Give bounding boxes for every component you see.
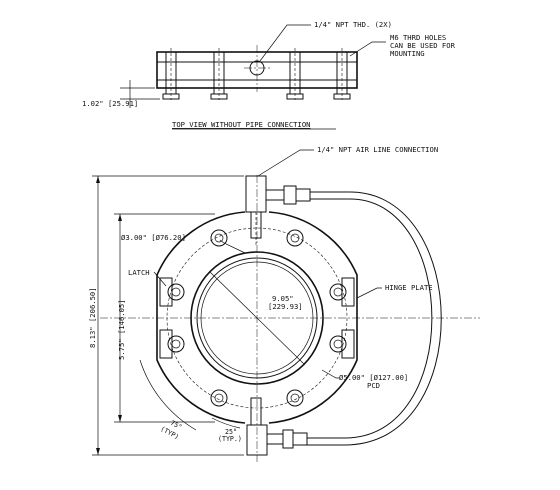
- inner-diameter-dimension: 9.05": [272, 294, 294, 303]
- bolt-hole: [210, 229, 228, 247]
- pcd-dimension: PCD: [367, 381, 380, 390]
- mounting-hole: [210, 48, 228, 100]
- latch-tab: [159, 277, 173, 307]
- upper-fitting: [265, 189, 285, 201]
- angle-25-dimension: (TYP.): [218, 435, 242, 443]
- bolt-hole: [286, 229, 304, 247]
- width-dimension: 5.75" [146.05]: [117, 299, 126, 360]
- latch-tab: [159, 329, 173, 359]
- bolt-hole: [286, 389, 304, 407]
- mounting-holes-note: M6 THRD HOLES: [390, 33, 446, 42]
- bolt-hole: [167, 335, 185, 353]
- bore-outer: [190, 251, 324, 385]
- top-view-caption: TOP VIEW WITHOUT PIPE CONNECTION: [172, 120, 310, 129]
- npt-thread-note: 1/4" NPT THD. (2X): [314, 20, 392, 29]
- overall-height-dimension: 8.13" [206.50]: [88, 287, 97, 348]
- mounting-hole: [333, 48, 351, 100]
- top-view-height-dimension: 1.02" [25.91]: [82, 99, 138, 108]
- hinge-tab: [341, 277, 355, 307]
- bolt-hole: [210, 389, 228, 407]
- top-view: 1/4" NPT THD. (2X) M6 THRD HOLES CAN BE …: [82, 20, 456, 130]
- pcd-dimension: Ø5.00" [Ø127.00]: [339, 373, 408, 382]
- bore-inner: [196, 257, 318, 379]
- inner-diameter-dimension: [229.93]: [268, 302, 303, 311]
- mounting-hole: [286, 48, 304, 100]
- angle-25-dimension: 25°: [225, 428, 237, 436]
- air-hose: [307, 191, 442, 446]
- mounting-hole: [162, 48, 180, 100]
- hinge-plate-label: HINGE PLATE: [385, 283, 433, 292]
- upper-port-block: [245, 175, 267, 213]
- air-line-note: 1/4" NPT AIR LINE CONNECTION: [317, 145, 438, 154]
- flange-outer: [156, 211, 358, 424]
- bore-diameter-dimension: Ø3.00" [Ø76.20]: [121, 233, 186, 242]
- mounting-holes-note: CAN BE USED FOR: [390, 41, 456, 50]
- bolt-hole: [329, 283, 347, 301]
- front-view: 1/4" NPT AIR LINE CONNECTION Ø3.00" [Ø76…: [88, 145, 480, 462]
- bolt-circle: [166, 227, 348, 409]
- bolt-hole: [329, 335, 347, 353]
- latch-label: LATCH: [128, 268, 150, 277]
- lower-fitting: [266, 433, 284, 445]
- bolt-hole: [167, 283, 185, 301]
- hinge-tab: [341, 329, 355, 359]
- mounting-holes-note: MOUNTING: [390, 49, 425, 58]
